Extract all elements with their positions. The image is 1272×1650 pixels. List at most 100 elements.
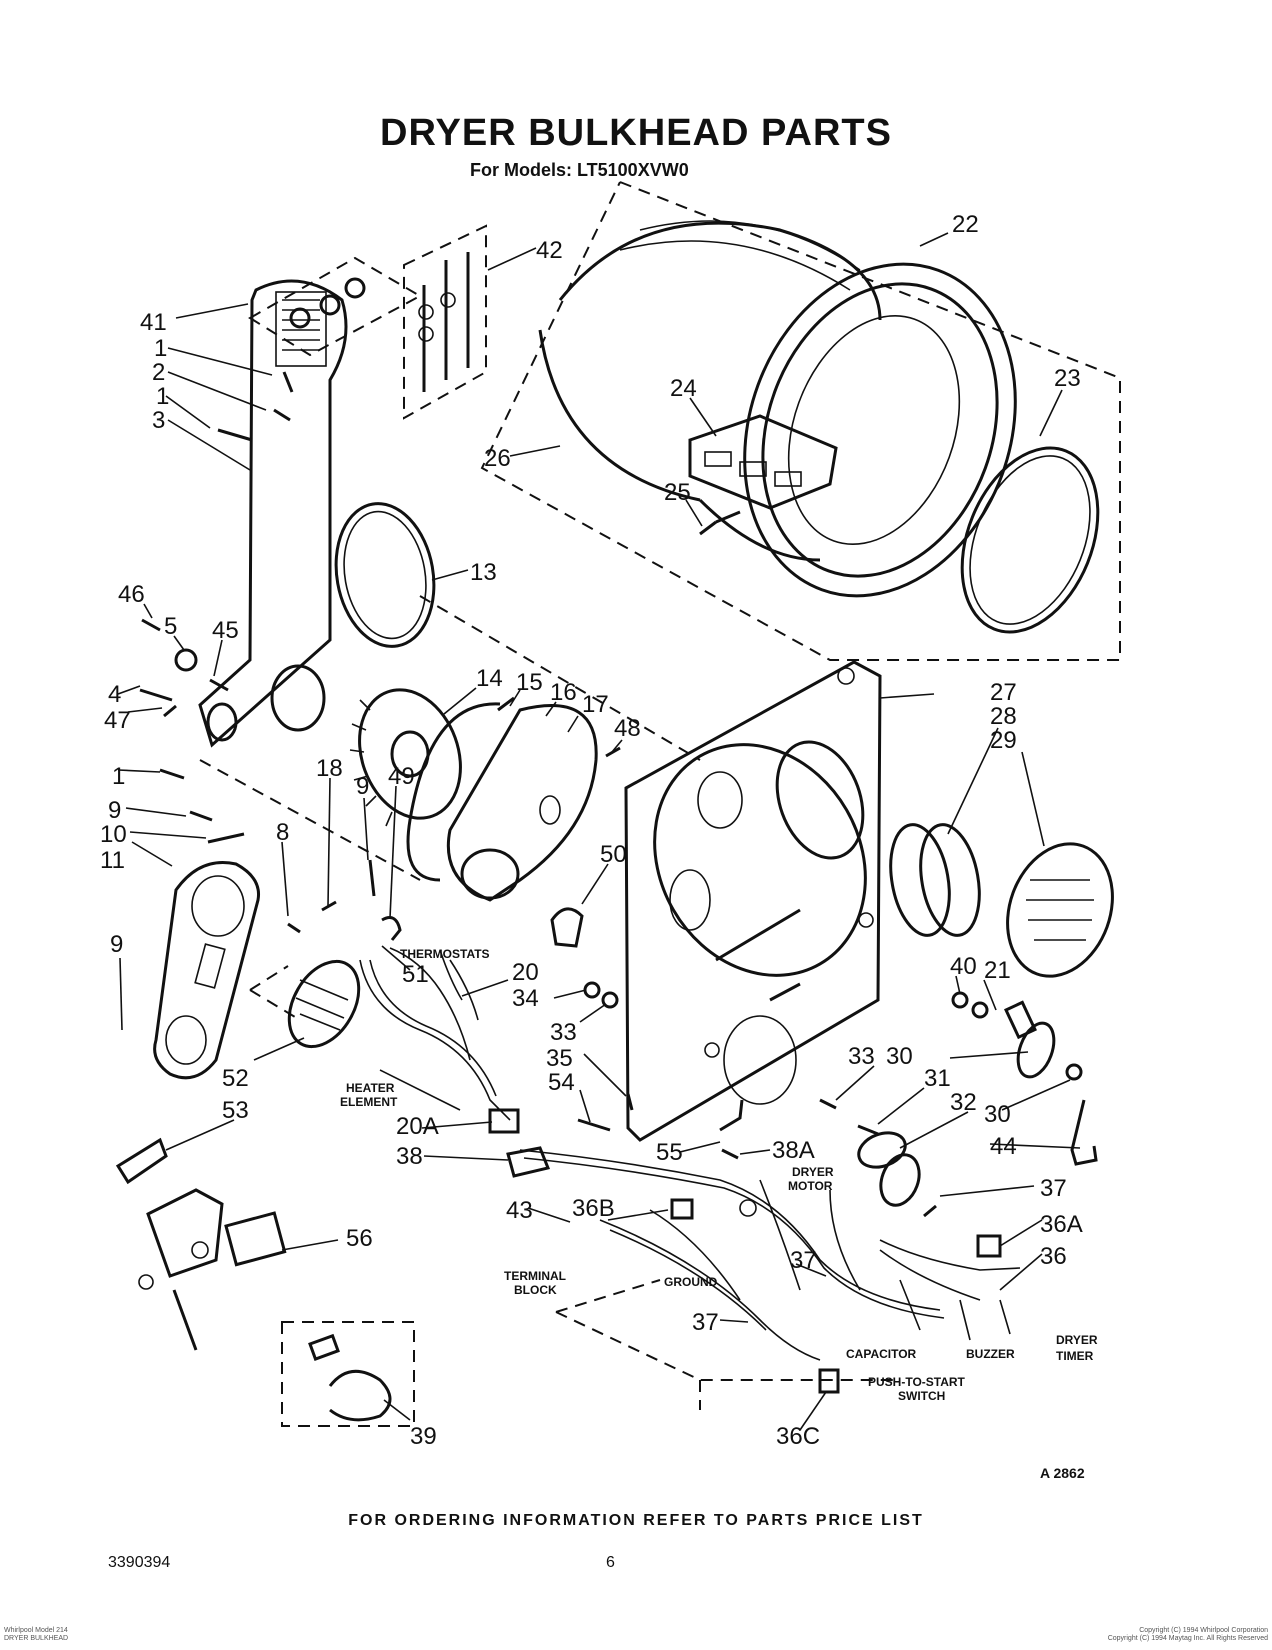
callout-36: 36 [1040,1243,1067,1270]
blower-wheel [349,688,462,827]
callout-37b: 37 [790,1247,817,1274]
thermostat-49 [381,916,402,941]
motor-bracket-44 [1070,1099,1098,1166]
cord-kit-outline [281,1321,415,1427]
callout-21: 21 [984,957,1011,984]
footer-small-left: Whirlpool Model 214 DRYER BULKHEAD [4,1627,68,1643]
wiring-harness [506,1146,1021,1394]
callout-9b: 9 [356,773,369,800]
footer-small-left-line1: Whirlpool Model 214 [4,1627,68,1634]
callout-numbers: 22 42 41 1 2 1 3 23 24 26 25 13 46 5 45 … [100,211,1083,1450]
alignment-line-2 [199,759,421,881]
baffle-screw [699,510,741,536]
callout-41: 41 [140,309,167,336]
clip-kit-outline [403,224,487,420]
filter-52 [287,959,361,1049]
callout-44: 44 [990,1133,1017,1160]
page-number: 6 [606,1554,615,1571]
screw-9-mid [368,859,376,897]
callout-31: 31 [924,1065,951,1092]
callout-54: 54 [548,1069,575,1096]
callout-38: 38 [396,1143,423,1170]
label-dryer-motor-2: MOTOR [788,1179,833,1193]
callout-29: 29 [990,727,1017,754]
label-push-to-start-2: SWITCH [898,1389,945,1403]
callout-23: 23 [1054,365,1081,392]
callout-2: 2 [152,359,165,386]
callout-22: 22 [952,211,979,238]
callout-16: 16 [550,679,577,706]
cord-kit-39 [308,1333,392,1422]
callout-1b: 1 [156,383,169,410]
callout-43: 43 [506,1197,533,1224]
clip-8 [287,922,301,934]
callout-49: 49 [388,763,415,790]
blower-housing [406,702,598,902]
callout-4: 4 [108,681,121,708]
label-capacitor: CAPACITOR [846,1347,917,1361]
callout-11: 11 [100,847,125,874]
bracket-55 [719,1099,744,1132]
felt-seal-kit-outline [248,256,423,357]
label-push-to-start-1: PUSH-TO-START [868,1375,966,1389]
callout-10: 10 [100,821,127,848]
callout-56: 56 [346,1225,373,1252]
drum-illustration [538,220,1017,598]
bulkhead-panel [624,660,882,1142]
callout-25: 25 [664,479,691,506]
callout-1a: 1 [154,335,167,362]
callout-45: 45 [212,617,239,644]
leader-lines [117,232,1081,1431]
label-heater-element-1: HEATER [346,1081,395,1095]
callout-42: 42 [536,237,563,264]
label-ground: GROUND [664,1275,718,1289]
callout-52: 52 [222,1065,249,1092]
heater-element [359,959,520,1134]
front-panel-duct [198,279,348,748]
callout-37a: 37 [1040,1175,1067,1202]
callout-46: 46 [118,581,145,608]
screw-35 [626,1093,634,1111]
callout-18: 18 [316,755,343,782]
callout-53: 53 [222,1097,249,1124]
motor-hardware [819,991,1083,1218]
pin-54 [577,1118,611,1132]
callout-36a: 36A [1040,1211,1083,1238]
component-labels: THERMOSTATS HEATER ELEMENT DRYER MOTOR T… [340,947,1098,1403]
label-thermostats: THERMOSTATS [400,947,490,961]
left-hardware [139,371,294,844]
nut-34 [583,981,601,999]
page-title: DRYER BULKHEAD PARTS [380,112,892,154]
callout-33a: 33 [550,1019,577,1046]
screw-18 [321,900,337,912]
drum-baffle [688,414,838,510]
callout-51: 51 [402,961,429,988]
callout-30a: 30 [886,1043,913,1070]
base-outline [555,1279,900,1410]
nut-33 [601,991,619,1009]
callout-48: 48 [614,715,641,742]
document-number: 3390394 [108,1554,171,1571]
access-panel-11 [153,861,261,1080]
label-dryer-motor-1: DRYER [792,1165,834,1179]
gas-valve-56 [138,1188,287,1351]
label-dryer-timer-1: DRYER [1056,1333,1098,1347]
drum-group-outline [480,181,1121,661]
callout-9c: 9 [110,931,123,958]
footer-small-right-line1: Copyright (C) 1994 Whirlpool Corporation [1139,1627,1268,1634]
figure-code: A 2862 [1040,1465,1085,1481]
callout-8: 8 [276,819,289,846]
callout-13: 13 [470,559,497,586]
thermostat-wires [389,947,479,1061]
footer-small-right-line2: Copyright (C) 1994 Maytag Inc. All Right… [1107,1635,1268,1642]
callout-9a: 9 [108,797,121,824]
callout-28: 28 [990,703,1017,730]
callout-5: 5 [164,613,177,640]
callout-36b: 36B [572,1195,615,1222]
callout-55: 55 [656,1139,683,1166]
callout-36c: 36C [776,1423,820,1450]
label-terminal-block-2: BLOCK [514,1283,557,1297]
callout-27: 27 [990,679,1017,706]
callout-1c: 1 [112,763,125,790]
callout-15: 15 [516,669,543,696]
